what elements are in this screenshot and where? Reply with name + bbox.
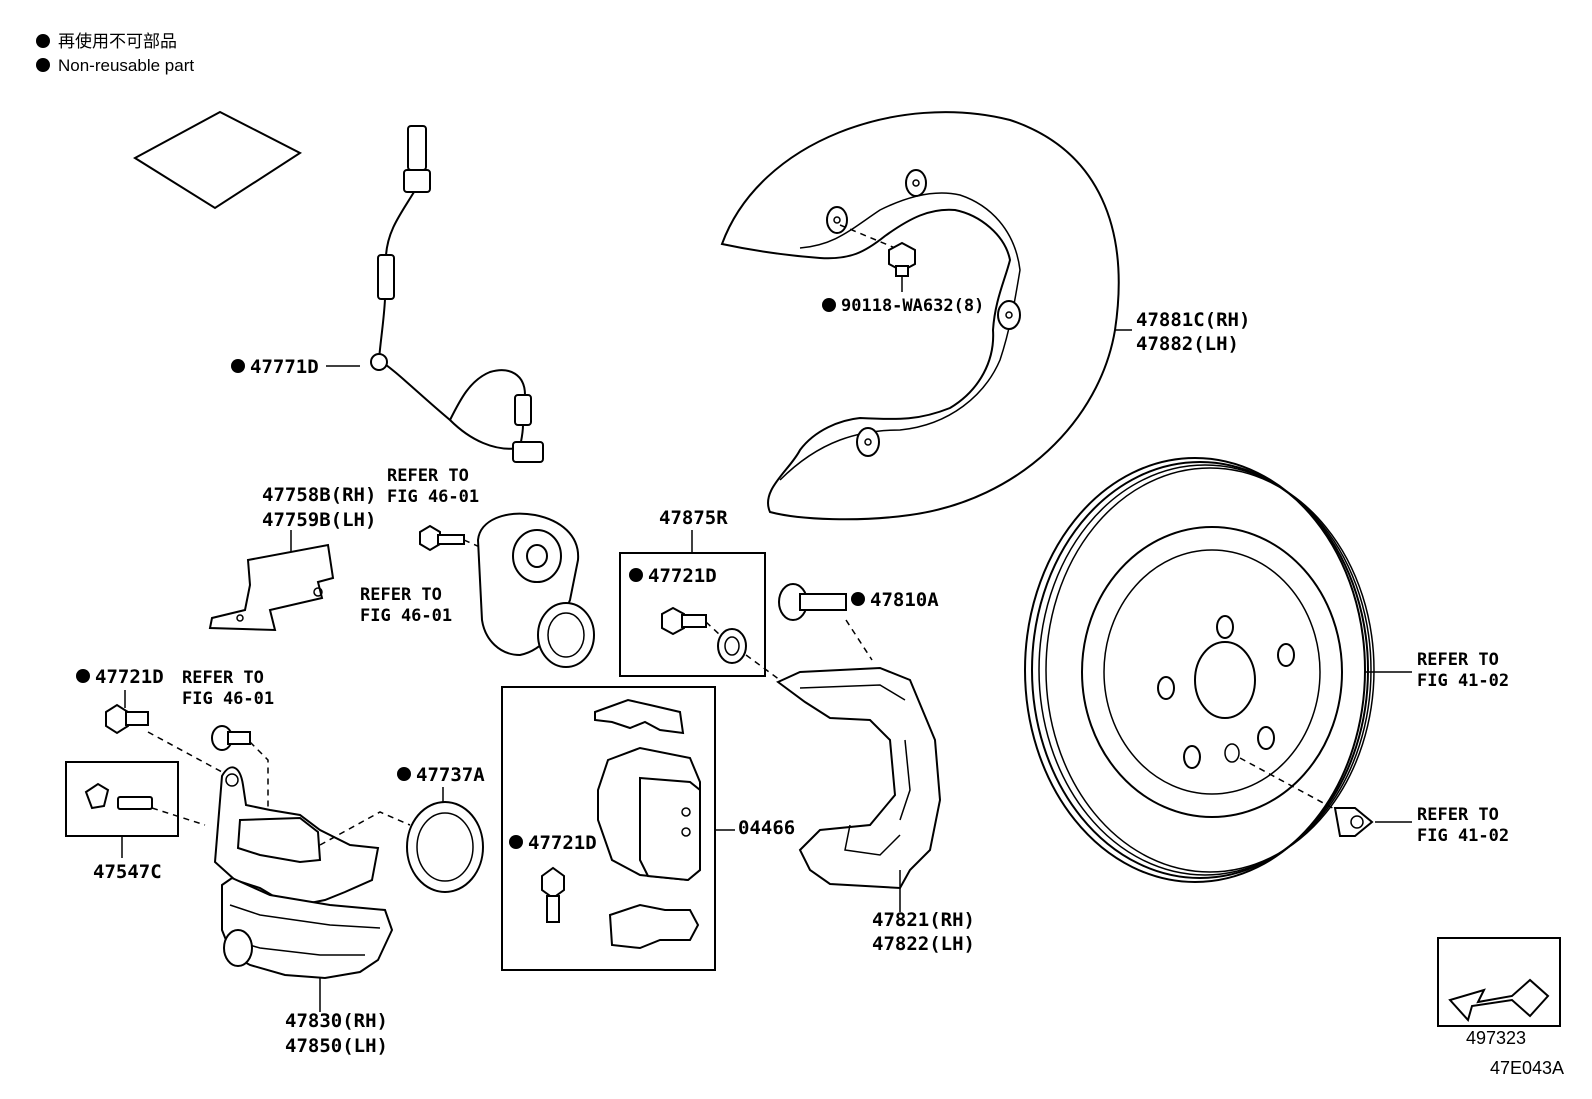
label-pad-bolt: 47721D (528, 832, 597, 854)
refer-screw-1: REFER TO (1417, 805, 1499, 825)
bracket-bushing[interactable] (717, 628, 747, 664)
caliper-mounting[interactable] (776, 666, 942, 890)
label-sensor-wire: 47771D (250, 356, 319, 378)
label-shield-bolt: 90118-WA632(8) (841, 296, 984, 316)
bracket-kit-box (619, 552, 766, 677)
refer-caliper-fig: FIG 46-01 (182, 689, 274, 709)
parking-motor[interactable] (476, 512, 595, 668)
label-bracket-bolt-kit: 47721D (648, 565, 717, 587)
refer-motor-1: REFER TO (387, 466, 469, 486)
brake-caliper[interactable] (213, 766, 394, 980)
label-seal: 47737A (416, 764, 485, 786)
refer-motor-2: REFER TO (360, 585, 442, 605)
label-plate-lh: 47759B(LH) (262, 509, 376, 531)
figure-code: 47E043A (1490, 1058, 1564, 1078)
instruction-sheet (133, 110, 302, 210)
non-reusable-dot-icon (36, 34, 50, 48)
refer-fig-rotor: FIG 41-02 (1417, 671, 1509, 691)
label-dust-cover-lh: 47882(LH) (1136, 333, 1239, 355)
refer-rotor-1: REFER TO (1417, 650, 1499, 670)
arrow-box (1437, 937, 1561, 1027)
bleeder-cap[interactable] (84, 782, 110, 810)
label-mounting-rh: 47821(RH) (872, 909, 975, 931)
label-caliper-bolt: 47721D (95, 666, 164, 688)
caliper-bolt[interactable] (105, 703, 149, 735)
rotor-screw[interactable] (1333, 807, 1374, 837)
legend-en: Non-reusable part (58, 56, 194, 75)
front-arrow-icon (1448, 978, 1550, 1023)
pin-bolt[interactable] (778, 583, 847, 621)
label-bleeder: 47547C (93, 861, 162, 883)
pad-clip-lower[interactable] (608, 903, 700, 950)
wear-sensor-wire[interactable] (370, 125, 544, 463)
label-plate-rh: 47758B(RH) (262, 484, 376, 506)
refer-motor-fig-2: FIG 46-01 (360, 606, 452, 626)
refer-fig-screw: FIG 41-02 (1417, 826, 1509, 846)
label-arrow-box: 497323 (1466, 1028, 1526, 1048)
label-dust-cover-rh: 47881C(RH) (1136, 309, 1250, 331)
bracket-bolt[interactable] (661, 606, 707, 636)
label-caliper-rh: 47830(RH) (285, 1010, 388, 1032)
pad-kit-box (501, 686, 716, 971)
brake-pads[interactable] (597, 746, 701, 882)
label-caliper-lh: 47850(LH) (285, 1035, 388, 1057)
piston-seal[interactable] (406, 801, 484, 893)
pad-bolt[interactable] (541, 866, 565, 923)
legend-jp: 再使用不可部品 (58, 31, 177, 51)
disc-rotor[interactable] (1024, 457, 1375, 883)
legend: 再使用不可部品 Non-reusable part (36, 31, 194, 75)
label-pad-kit: 04466 (738, 817, 795, 839)
mounting-plate[interactable] (208, 543, 335, 632)
dust-cover[interactable] (720, 111, 1120, 521)
shield-bolt[interactable] (888, 241, 916, 277)
non-reusable-dot-icon (36, 58, 50, 72)
label-bracket-kit: 47875R (659, 507, 728, 529)
label-pin-bolt: 47810A (870, 589, 939, 611)
actuator-bolt[interactable] (419, 524, 465, 552)
refer-caliper-1: REFER TO (182, 668, 264, 688)
caliper-guide-pin[interactable] (211, 725, 251, 751)
refer-motor-fig: FIG 46-01 (387, 487, 479, 507)
pad-clip-upper[interactable] (594, 698, 685, 735)
label-mounting-lh: 47822(LH) (872, 933, 975, 955)
bleeder-plug[interactable] (117, 796, 153, 810)
